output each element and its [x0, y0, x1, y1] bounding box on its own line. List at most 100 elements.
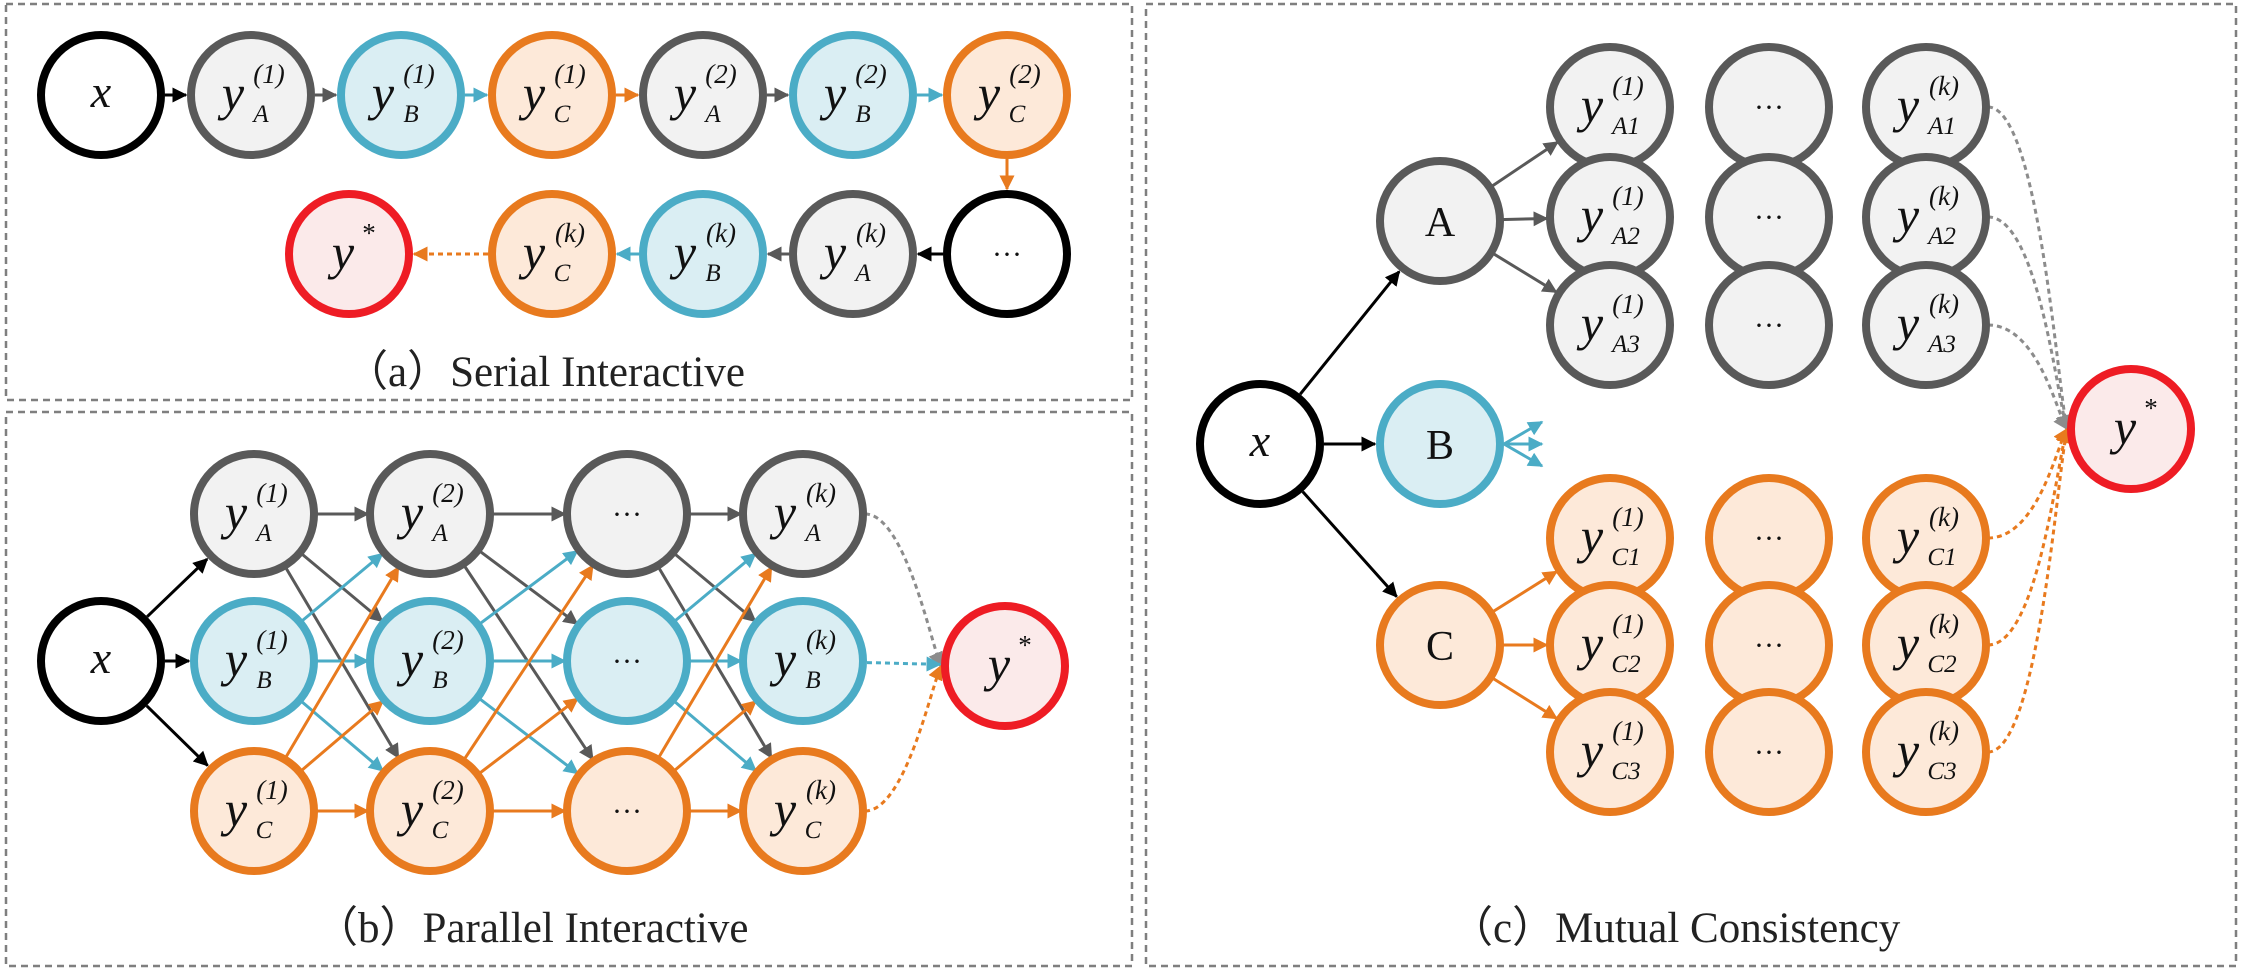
- serial-yck-node-subscript: C: [554, 260, 571, 287]
- mutual-yc3-rk-node: y(k)C3: [1862, 688, 1990, 816]
- parallel-dots-c-node-circle: [563, 747, 691, 875]
- parallel-yb2-node-subscript: B: [432, 667, 447, 694]
- parallel-edge-c1-b2: [294, 700, 384, 778]
- serial-yck-node-superscript: (k): [555, 218, 585, 248]
- mutual-yc2-r1-node-superscript: (1): [1612, 609, 1643, 639]
- mutual-edge-x-a: [1299, 270, 1401, 396]
- mutual-ya2-rk-node-subscript: A2: [1926, 223, 1956, 250]
- mutual-dots-a1-node-ellipsis: ···: [1754, 91, 1784, 124]
- mutual-ya1-r1-node: y(1)A1: [1546, 43, 1674, 171]
- parallel-dots-c-node-ellipsis: ···: [612, 795, 642, 828]
- serial-yb2-node-subscript: B: [855, 101, 870, 128]
- mutual-dots-a1-node: ···: [1705, 43, 1833, 171]
- mutual-ystar-node: y*: [2067, 365, 2195, 493]
- mutual-dots-c3-node: ···: [1705, 688, 1833, 816]
- parallel-yb1-node-superscript: (1): [256, 625, 287, 655]
- mutual-ya1-r1-node-y-symbol: y: [1576, 77, 1604, 133]
- mutual-ya3-r1-node-superscript: (1): [1612, 289, 1643, 319]
- serial-yb2-node-y-symbol: y: [819, 65, 847, 121]
- mutual-yc1-rk-node: y(k)C1: [1862, 474, 1990, 602]
- mutual-agent-c-node: C: [1376, 581, 1504, 709]
- panel-c-edges: [1299, 105, 2072, 754]
- parallel-ya1-node: y(1)A: [190, 450, 318, 578]
- panel-c-nodes: xABCy*y(1)A1···y(k)A1y(1)A2···y(k)A2y(1)…: [1196, 43, 2195, 816]
- mutual-agent-a-node-label: A: [1425, 200, 1456, 246]
- mutual-yc3-rk-node-superscript: (k): [1929, 716, 1959, 746]
- serial-yak-node-circle: [789, 190, 917, 318]
- parallel-yc2-node-y-symbol: y: [396, 781, 424, 837]
- parallel-dots-c-node: ···: [563, 747, 691, 875]
- serial-yc1-node-circle: [488, 31, 616, 159]
- mutual-yc1-rk-node-subscript: C1: [1927, 544, 1956, 571]
- serial-yak-node-y-symbol: y: [819, 224, 847, 280]
- panel-b-caption: （b）Parallel Interactive: [315, 905, 748, 952]
- mutual-ya1-rk-node-y-symbol: y: [1892, 77, 1920, 133]
- mutual-x-node-circle: [1196, 380, 1324, 508]
- mutual-agent-b-node-label: B: [1426, 423, 1454, 469]
- serial-yc2-node-superscript: (2): [1009, 59, 1040, 89]
- parallel-edge-a3-b4: [667, 547, 757, 623]
- panel-a-caption: （a）Serial Interactive: [345, 349, 745, 396]
- parallel-dots-a-node-circle: [563, 450, 691, 578]
- parallel-ya1-node-y-symbol: y: [220, 484, 248, 540]
- serial-yck-node: y(k)C: [488, 190, 616, 318]
- parallel-yb2-node: y(2)B: [366, 597, 494, 725]
- serial-yb2-node-superscript: (2): [855, 59, 886, 89]
- mutual-yc2-rk-node: y(k)C2: [1862, 581, 1990, 709]
- parallel-ybk-node-y-symbol: y: [769, 631, 797, 687]
- parallel-edge-b2-a3: [472, 549, 579, 630]
- mutual-edge-c-c3: [1489, 675, 1558, 720]
- parallel-yck-node-y-symbol: y: [769, 781, 797, 837]
- mutual-edge-a-a1: [1488, 140, 1559, 189]
- parallel-yc1-node: y(1)C: [190, 747, 318, 875]
- mutual-yc1-r1-node: y (1) C1: [1546, 474, 1674, 602]
- parallel-edge-b1-a2: [294, 552, 384, 628]
- mutual-ya1-rk-node-circle: [1862, 43, 1990, 171]
- serial-yc2-node-circle: [943, 31, 1071, 159]
- mutual-ya2-r1-node-circle: [1546, 153, 1674, 281]
- serial-ya2-node-circle: [639, 31, 767, 159]
- parallel-edge-bk-ystar: [866, 656, 942, 672]
- serial-yak-node-subscript: A: [853, 260, 871, 287]
- mutual-yc2-r1-node-subscript: C2: [1611, 651, 1640, 678]
- mutual-edge-a-a2: [1499, 211, 1549, 227]
- parallel-ya2-node: y(2)A: [366, 450, 494, 578]
- serial-yb1-node: y(1)B: [337, 31, 465, 159]
- parallel-ya2-node-circle: [366, 450, 494, 578]
- parallel-ybk-node-subscript: B: [805, 667, 820, 694]
- mutual-agent-a-node-circle: [1376, 157, 1504, 285]
- parallel-yck-node: y(k)C: [739, 747, 867, 875]
- serial-ybk-node: y(k)B: [639, 190, 767, 318]
- parallel-dots-b-node-ellipsis: ···: [612, 645, 642, 678]
- mutual-yc1-r1-node-superscript: (1): [1612, 502, 1643, 532]
- serial-yb2-node-circle: [789, 31, 917, 159]
- parallel-yak-node-superscript: (k): [806, 478, 836, 508]
- mutual-yc1-rk-node-circle: [1862, 474, 1990, 602]
- serial-yc1-node-y-symbol: y: [518, 65, 546, 121]
- serial-yc1-node-subscript: C: [554, 101, 571, 128]
- serial-yc2-node: y(2)C: [943, 31, 1071, 159]
- parallel-ya1-node-superscript: (1): [256, 478, 287, 508]
- parallel-edge-c1-a2: [280, 566, 400, 766]
- mutual-ya2-r1-node-subscript: A2: [1610, 223, 1640, 250]
- mutual-yc3-r1-node: y(1)C3: [1546, 688, 1674, 816]
- mutual-edge-c1k-ystar: [1987, 427, 2069, 540]
- mutual-agent-b-node-circle: [1376, 380, 1504, 508]
- parallel-yck-node-subscript: C: [805, 817, 822, 844]
- parallel-yb1-node-subscript: B: [256, 667, 271, 694]
- parallel-ystar-node-circle: [941, 602, 1069, 730]
- parallel-yc1-node-y-symbol: y: [220, 781, 248, 837]
- mutual-ya1-rk-node: y(k)A1: [1862, 43, 1990, 171]
- serial-ya2-node: y(2)A: [639, 31, 767, 159]
- mutual-yc1-r1-node-y-symbol: y: [1576, 508, 1604, 564]
- mutual-yc1-rk-node-superscript: (k): [1929, 502, 1959, 532]
- parallel-dots-a-node-ellipsis: ···: [612, 498, 642, 531]
- mutual-dots-a2-node: ···: [1705, 153, 1833, 281]
- mutual-yc3-rk-node-circle: [1862, 688, 1990, 816]
- parallel-edge-a2-b3: [472, 545, 579, 626]
- mutual-agent-b-node: B: [1376, 380, 1504, 508]
- mutual-yc1-r1-node-subscript: C1: [1611, 544, 1640, 571]
